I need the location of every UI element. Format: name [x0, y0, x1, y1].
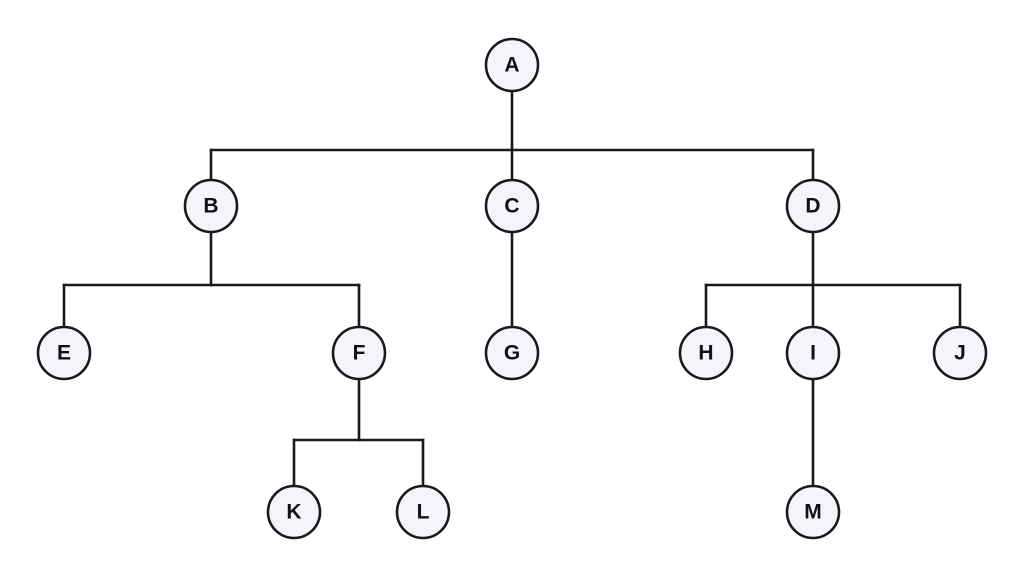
- node-d: D: [785, 178, 841, 234]
- node-e: E: [36, 325, 92, 381]
- node-circle: [785, 178, 841, 234]
- node-l: L: [395, 484, 451, 540]
- node-j: J: [932, 325, 988, 381]
- node-f: F: [331, 325, 387, 381]
- node-m: M: [785, 484, 841, 540]
- node-circle: [785, 325, 841, 381]
- node-circle: [785, 484, 841, 540]
- node-label: K: [286, 501, 301, 524]
- node-label: G: [504, 342, 520, 365]
- node-circle: [932, 325, 988, 381]
- node-h: H: [678, 325, 734, 381]
- node-circle: [266, 484, 322, 540]
- node-circle: [484, 37, 540, 93]
- node-circle: [331, 325, 387, 381]
- node-label: A: [504, 54, 519, 77]
- node-label: L: [417, 501, 430, 524]
- node-label: E: [57, 342, 71, 365]
- node-label: M: [804, 501, 822, 524]
- nodes-layer: A B C D E F G H I J K L M: [36, 37, 988, 540]
- node-circle: [183, 178, 239, 234]
- node-a: A: [484, 37, 540, 93]
- node-k: K: [266, 484, 322, 540]
- node-b: B: [183, 178, 239, 234]
- node-circle: [36, 325, 92, 381]
- node-circle: [484, 325, 540, 381]
- node-label: B: [203, 195, 218, 218]
- edges-layer: [62, 89, 962, 488]
- node-label: C: [504, 195, 519, 218]
- node-label: F: [353, 342, 366, 365]
- node-label: D: [805, 195, 820, 218]
- node-g: G: [484, 325, 540, 381]
- node-i: I: [785, 325, 841, 381]
- node-label: I: [810, 342, 816, 365]
- node-label: J: [954, 342, 966, 365]
- node-c: C: [484, 178, 540, 234]
- node-circle: [395, 484, 451, 540]
- node-circle: [484, 178, 540, 234]
- node-circle: [678, 325, 734, 381]
- node-label: H: [698, 342, 713, 365]
